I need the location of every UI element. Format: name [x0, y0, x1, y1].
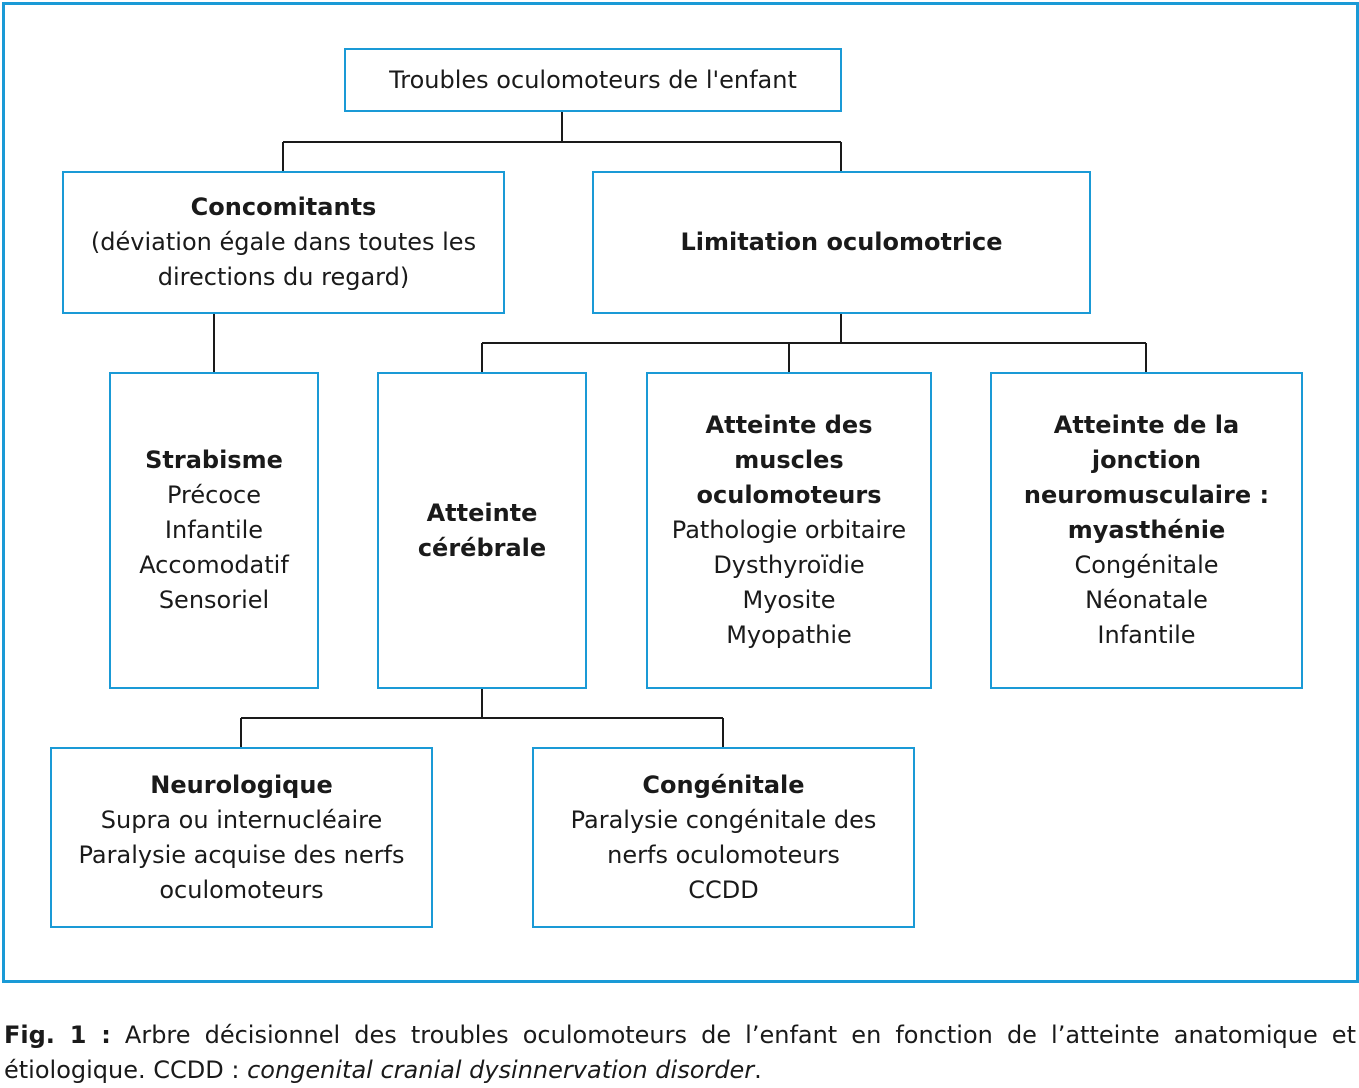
node-jonction: Atteinte de la jonction neuromusculaire …: [990, 372, 1303, 689]
node-root-title: Troubles oculomoteurs de l'enfant: [389, 65, 797, 94]
node-neurologique: Neurologique Supra ou internucléaire Par…: [50, 747, 433, 928]
diagram-frame: [2, 2, 1359, 983]
node-neurologique-line: oculomoteurs: [159, 875, 324, 904]
node-concomitants-line: directions du regard): [157, 263, 410, 291]
node-jonction-title: neuromusculaire :: [1023, 481, 1270, 509]
node-congenitale: Congénitale Paralysie congénitale des ne…: [532, 747, 915, 928]
node-jonction-title: myasthénie: [1067, 516, 1226, 544]
node-concomitants-line: (déviation égale dans toutes les: [90, 228, 477, 256]
node-cerebrale-title: Atteinte: [426, 498, 538, 527]
node-muscles-title: muscles: [734, 446, 844, 474]
caption-end: .: [754, 1056, 762, 1084]
node-limitation-title: Limitation oculomotrice: [680, 228, 1003, 256]
caption-label: Fig. 1 :: [4, 1021, 111, 1049]
node-neurologique-line: Paralysie acquise des nerfs: [78, 840, 405, 869]
caption-term: congenital cranial dysinnervation disord…: [247, 1056, 755, 1084]
node-jonction-line: Infantile: [1097, 621, 1196, 649]
node-strabisme-line: Sensoriel: [158, 586, 270, 614]
node-muscles-title: Atteinte des: [705, 411, 873, 439]
node-muscles-line: Dysthyroïdie: [713, 551, 865, 579]
node-muscles-line: Myopathie: [726, 621, 852, 649]
node-strabisme-line: Infantile: [164, 516, 264, 544]
node-muscles-title: oculomoteurs: [696, 481, 882, 509]
node-jonction-title: Atteinte de la jonction: [1053, 411, 1240, 474]
node-strabisme: Strabisme Précoce Infantile Accomodatif …: [109, 372, 319, 689]
caption-text: Arbre décisionnel des troubles oculomote…: [4, 1021, 1356, 1084]
node-cerebrale: Atteinte cérébrale: [377, 372, 587, 689]
node-muscles: Atteinte des muscles oculomoteurs Pathol…: [646, 372, 932, 689]
node-muscles-line: Myosite: [742, 586, 836, 614]
node-root: Troubles oculomoteurs de l'enfant: [344, 48, 842, 112]
node-strabisme-line: Précoce: [167, 481, 261, 509]
node-jonction-line: Congénitale: [1074, 551, 1219, 579]
node-neurologique-line: Supra ou internucléaire: [100, 805, 383, 834]
node-congenitale-line: CCDD: [688, 875, 759, 904]
node-concomitants-title: Concomitants: [190, 193, 377, 221]
figure-caption: Fig. 1 : Arbre décisionnel des troubles …: [4, 1018, 1356, 1088]
node-congenitale-title: Congénitale: [642, 770, 805, 799]
node-congenitale-line: Paralysie congénitale des: [570, 805, 877, 834]
node-jonction-line: Néonatale: [1085, 586, 1208, 614]
node-limitation: Limitation oculomotrice: [592, 171, 1091, 314]
node-neurologique-title: Neurologique: [150, 770, 333, 799]
node-concomitants: Concomitants (déviation égale dans toute…: [62, 171, 505, 314]
node-strabisme-line: Accomodatif: [139, 551, 289, 579]
node-congenitale-line: nerfs oculomoteurs: [607, 840, 840, 869]
connector-lines: [213, 110, 1147, 748]
node-cerebrale-title: cérébrale: [417, 533, 547, 562]
node-muscles-line: Pathologie orbitaire: [671, 516, 907, 544]
node-strabisme-title: Strabisme: [145, 446, 283, 474]
